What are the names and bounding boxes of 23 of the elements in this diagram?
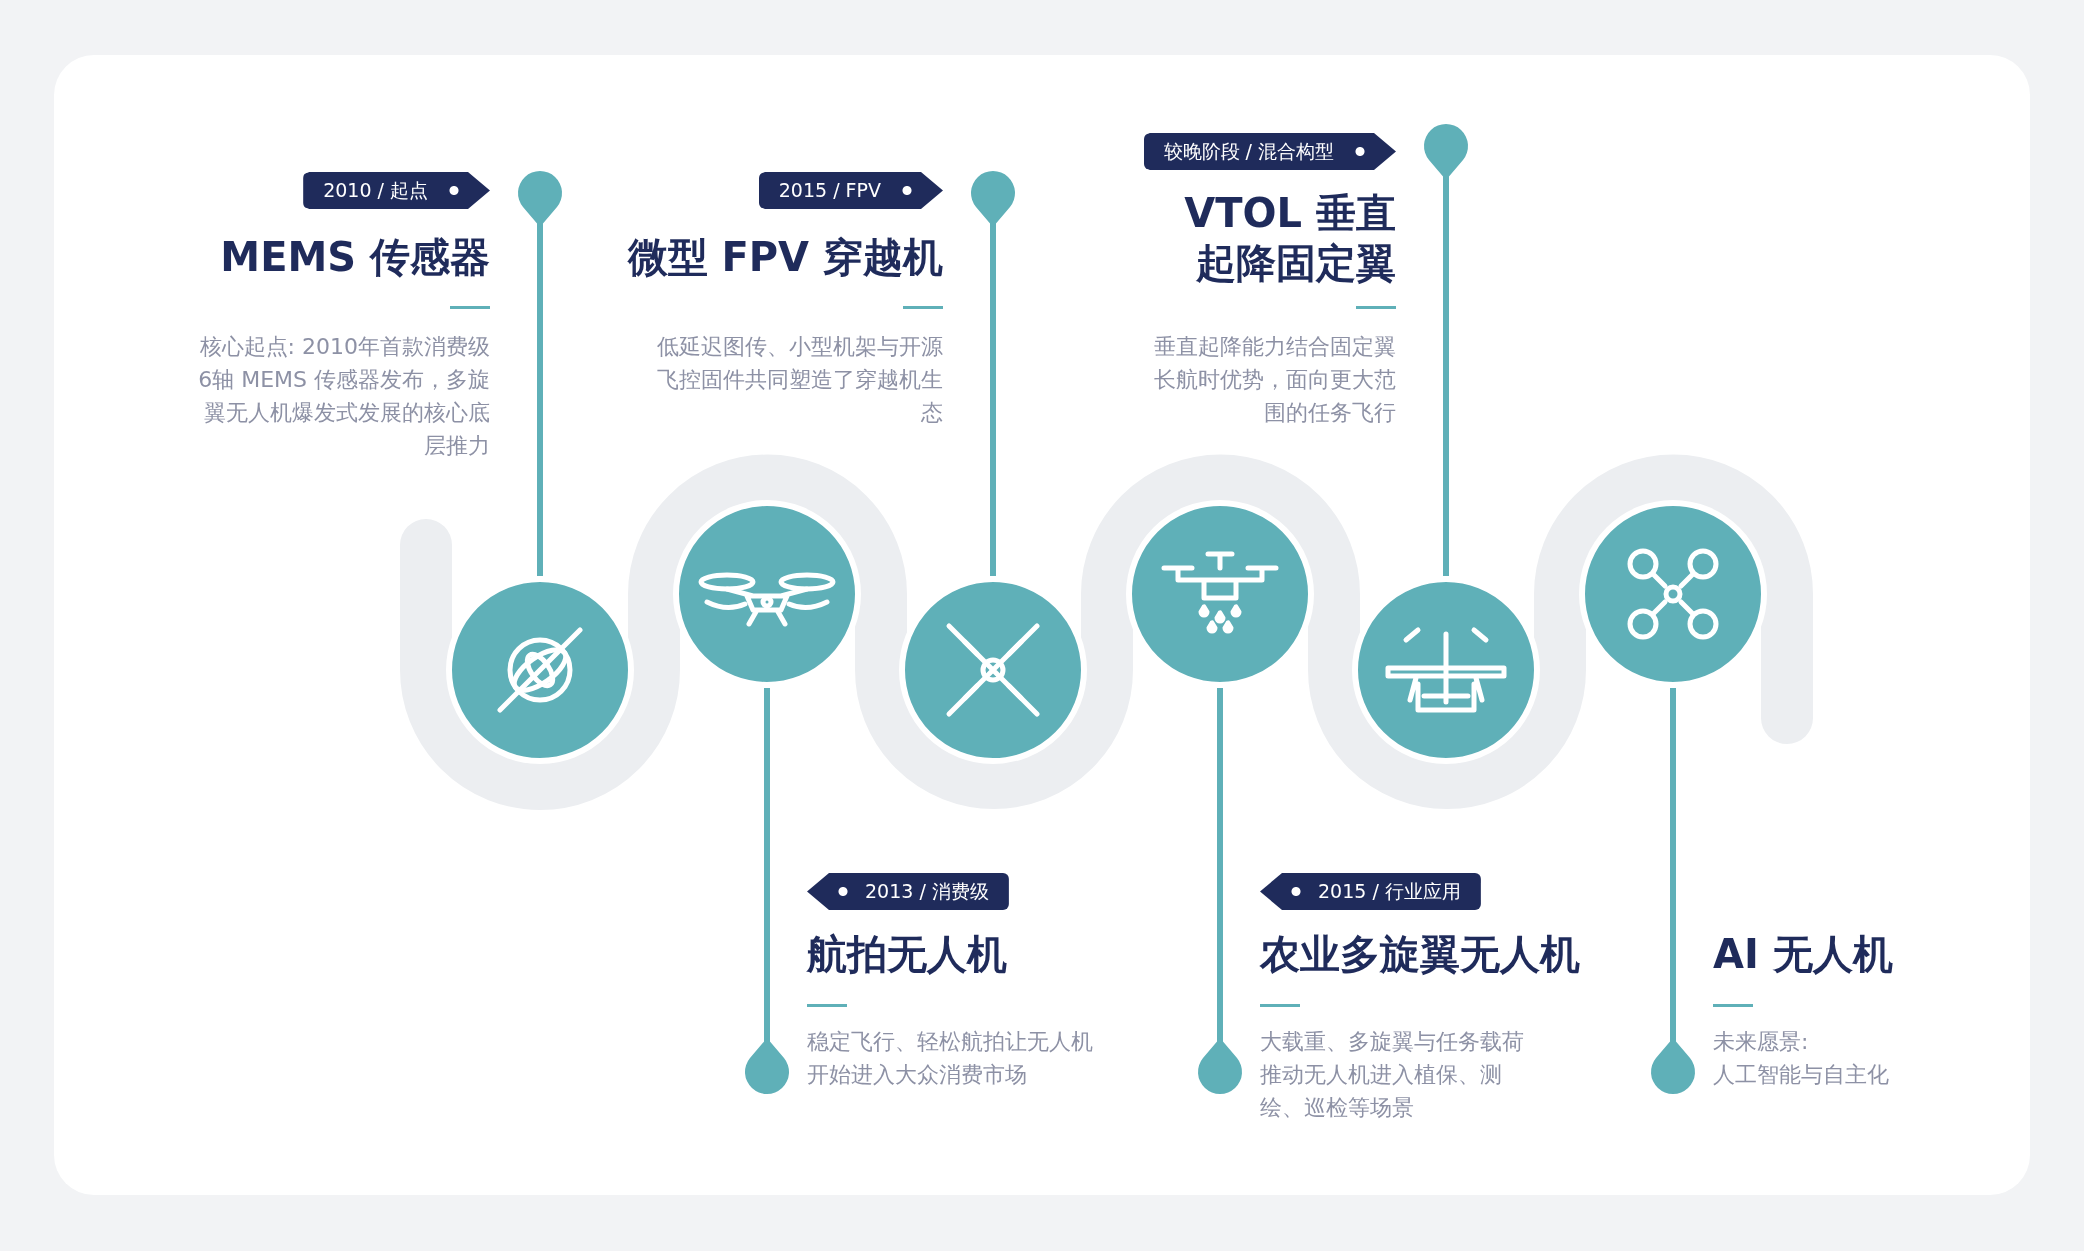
pin-connector [1651, 688, 1695, 1094]
milestone-description: 垂直起降能力结合固定翼长航时优势，面向更大范围的任务飞行 [1153, 333, 1396, 427]
year-tag: 2013 / 消费级 [807, 873, 1009, 910]
milestone-title: VTOL 垂直起降固定翼 [1183, 189, 1396, 288]
pin-connector [518, 171, 562, 576]
milestone-description: 未来愿景: 人工智能与自主化 [1713, 1028, 1890, 1089]
milestone-title: 农业多旋翼无人机 [1260, 930, 1581, 979]
pin-connector [971, 171, 1015, 576]
milestone-title: AI 无人机 [1713, 930, 1894, 979]
pin-connector [1198, 688, 1242, 1094]
milestone-title: 微型 FPV 穿越机 [626, 233, 943, 282]
milestone-description: 大载重、多旋翼与任务载荷推动无人机进入植保、测绘、巡检等场景 [1260, 1028, 1525, 1122]
pin-connector [745, 688, 789, 1094]
year-tag: 较晚阶段 / 混合构型 [1143, 133, 1396, 170]
year-tag: 2015 / 行业应用 [1260, 873, 1481, 910]
milestone-description: 稳定飞行、轻松航拍让无人机开始进入大众消费市场 [807, 1028, 1094, 1089]
year-tag: 2010 / 起点 [303, 172, 490, 209]
milestone-title: MEMS 传感器 [219, 233, 490, 282]
pin-connector [1424, 124, 1468, 576]
milestone-title: 航拍无人机 [807, 930, 1008, 979]
year-tag: 2015 / FPV [758, 172, 943, 209]
milestone-description: 低延迟图传、小型机架与开源飞控固件共同塑造了穿越机生态 [656, 333, 943, 427]
milestone-description: 核心起点: 2010年首款消费级6轴 MEMS 传感器发布，多旋翼无人机爆发式发展的核心底层推力 [197, 333, 490, 460]
